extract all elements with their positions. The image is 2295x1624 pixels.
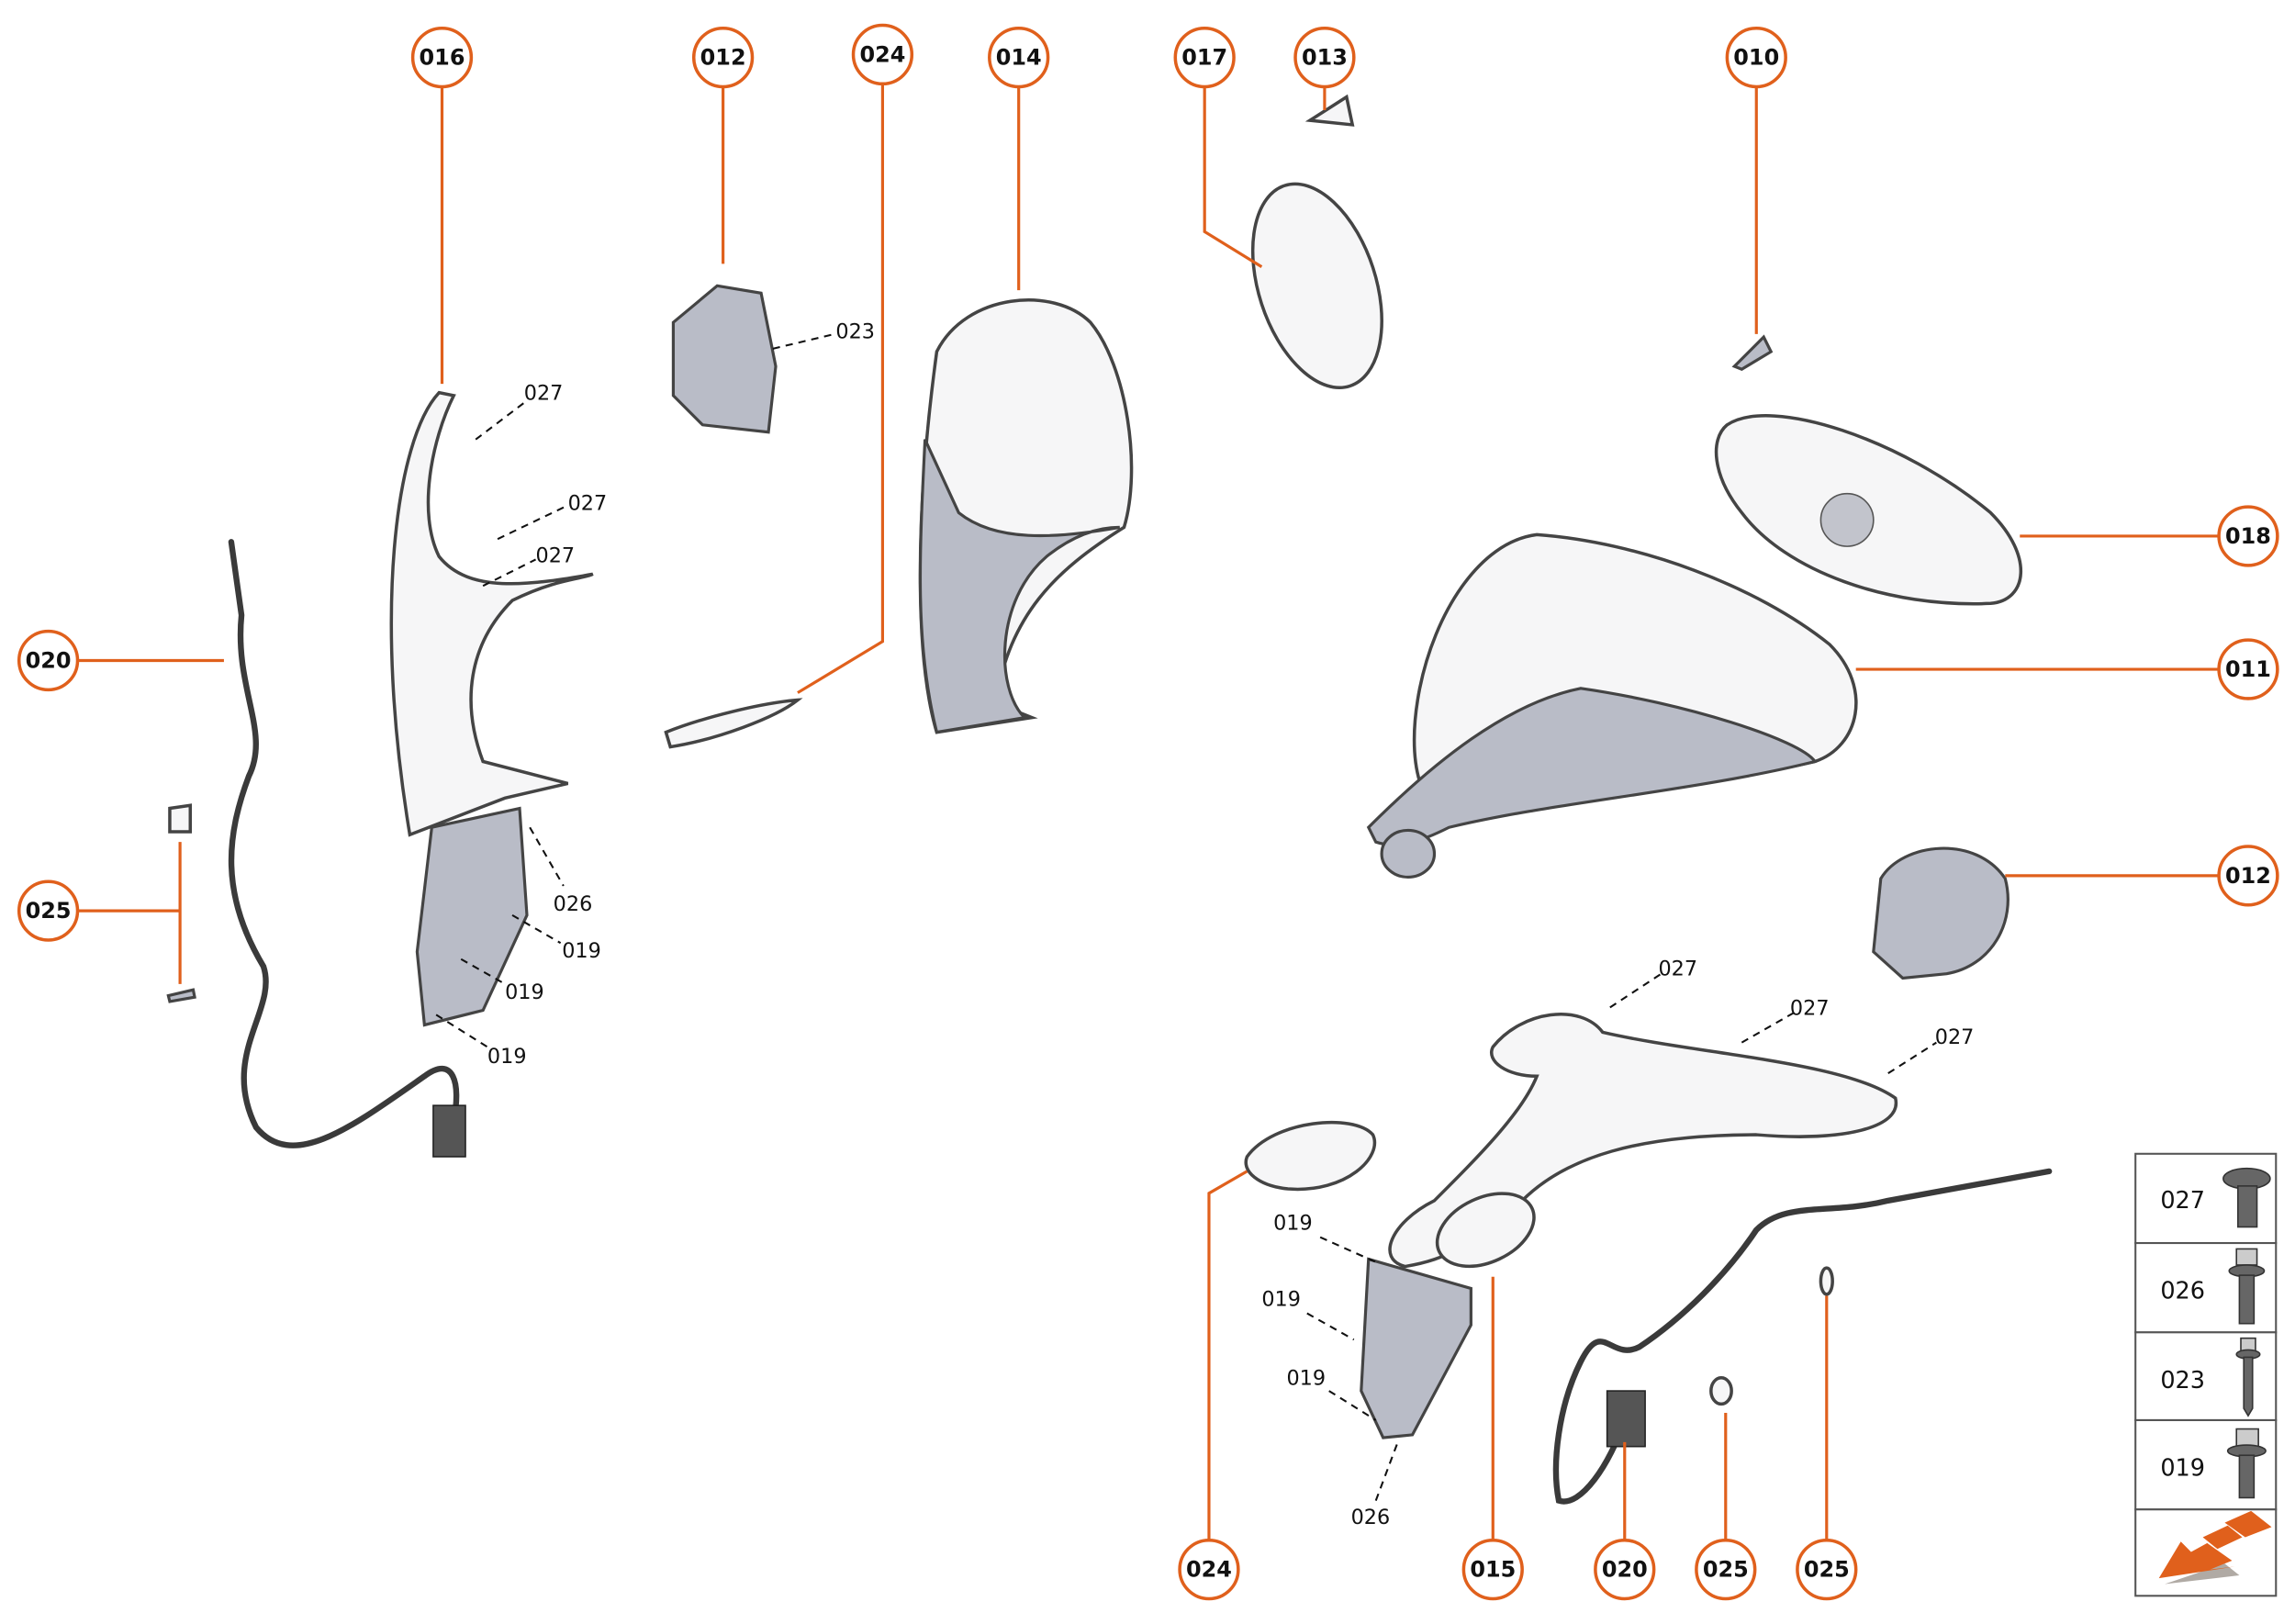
label-019: 019 <box>562 939 601 963</box>
legend-code-026: 026 <box>2160 1278 2205 1305</box>
svg-text:011: 011 <box>2225 656 2271 682</box>
svg-text:014: 014 <box>996 45 1042 71</box>
label-027: 027 <box>1658 957 1697 980</box>
svg-text:012: 012 <box>700 45 746 71</box>
part-016-mirror-base[interactable] <box>389 390 594 837</box>
callout-015[interactable]: 015 <box>1461 1538 1524 1601</box>
label-027: 027 <box>1790 996 1830 1020</box>
label-019: 019 <box>1286 1367 1326 1391</box>
part-015-arm[interactable] <box>1360 1257 1472 1439</box>
short-hex-bolt-icon <box>2226 1428 2267 1499</box>
part-012-motor-right[interactable] <box>1872 846 2010 980</box>
part-020-connector-left <box>432 1104 466 1158</box>
callout-025-bottom-a[interactable]: 025 <box>1695 1538 1757 1601</box>
svg-text:024: 024 <box>859 41 905 67</box>
callout-025[interactable]: 025 <box>17 879 80 942</box>
label-023: 023 <box>835 320 875 344</box>
callout-016[interactable]: 016 <box>410 26 474 89</box>
svg-text:017: 017 <box>1181 45 1227 71</box>
callout-011[interactable]: 011 <box>2217 638 2279 700</box>
label-027: 027 <box>1935 1025 1975 1049</box>
parts-illustration <box>166 94 2053 1505</box>
hex-flange-bolt-icon <box>2228 1248 2266 1325</box>
svg-text:025: 025 <box>1804 1557 1850 1583</box>
callout-012-right[interactable]: 012 <box>2217 845 2279 907</box>
part-025-clip-right-b[interactable] <box>1819 1266 1834 1296</box>
torx-flange-screw-icon <box>2222 1167 2271 1228</box>
svg-text:015: 015 <box>1470 1557 1516 1583</box>
callout-020-bottom[interactable]: 020 <box>1594 1538 1656 1601</box>
part-012-motor[interactable] <box>671 284 778 434</box>
part-020-cable-right[interactable] <box>1552 1168 2053 1505</box>
label-019: 019 <box>487 1045 527 1069</box>
part-020-cable-left[interactable] <box>228 539 460 1148</box>
part-011-foot <box>1380 828 1437 879</box>
callout-024-bottom[interactable]: 024 <box>1178 1538 1240 1601</box>
callout-025-bottom-b[interactable]: 025 <box>1796 1538 1858 1601</box>
label-019: 019 <box>1273 1212 1313 1236</box>
svg-text:025: 025 <box>26 898 72 924</box>
svg-text:018: 018 <box>2225 523 2271 549</box>
direction-arrow-icon[interactable] <box>2158 1510 2272 1585</box>
svg-text:025: 025 <box>1703 1557 1749 1583</box>
label-027: 027 <box>568 491 608 515</box>
legend-code-023: 023 <box>2160 1367 2205 1394</box>
legend-code-027: 027 <box>2160 1187 2205 1215</box>
callout-012[interactable]: 012 <box>691 26 755 89</box>
svg-text:020: 020 <box>1602 1557 1648 1583</box>
svg-text:020: 020 <box>26 647 72 673</box>
part-015-socket <box>1435 1192 1536 1269</box>
label-019: 019 <box>1261 1288 1301 1312</box>
part-014-inner <box>918 439 1120 734</box>
callout-017[interactable]: 017 <box>1173 26 1236 89</box>
label-026: 026 <box>554 892 593 916</box>
part-016-arm[interactable] <box>415 806 529 1027</box>
part-011-underside <box>1366 687 1818 846</box>
label-027: 027 <box>524 382 564 406</box>
fastener-labels: 027 027 027 023 026 019 019 019 027 027 … <box>435 320 1975 1529</box>
long-hex-bolt-icon <box>2235 1337 2261 1417</box>
part-018-center <box>1819 492 1875 547</box>
fastener-legend: 027 026 023 019 <box>2134 1152 2278 1597</box>
leader-lines <box>77 84 2220 1540</box>
part-024-gasket-right[interactable] <box>1244 1120 1376 1192</box>
callout-018[interactable]: 018 <box>2217 505 2279 567</box>
label-019: 019 <box>505 980 544 1004</box>
callout-010[interactable]: 010 <box>1725 26 1787 89</box>
part-013-clip[interactable] <box>1304 94 1355 127</box>
callout-014[interactable]: 014 <box>988 26 1050 89</box>
svg-text:024: 024 <box>1186 1557 1232 1583</box>
part-025-clip-left-a[interactable] <box>168 803 193 834</box>
svg-text:010: 010 <box>1733 45 1779 71</box>
part-010-clip[interactable] <box>1731 334 1774 371</box>
label-027: 027 <box>536 544 576 568</box>
callout-013[interactable]: 013 <box>1293 26 1356 89</box>
svg-text:012: 012 <box>2225 863 2271 889</box>
svg-text:013: 013 <box>1302 45 1348 71</box>
callout-024[interactable]: 024 <box>851 23 914 86</box>
part-025-clip-left-b[interactable] <box>166 988 196 1003</box>
callout-020[interactable]: 020 <box>17 629 80 692</box>
part-020-connector-right <box>1606 1390 1646 1448</box>
part-024-gasket[interactable] <box>664 698 803 749</box>
part-025-clip-right-a[interactable] <box>1709 1375 1733 1406</box>
part-017-glass-holder[interactable] <box>1229 167 1405 404</box>
label-026: 026 <box>1351 1506 1391 1529</box>
legend-code-019: 019 <box>2160 1455 2205 1483</box>
svg-text:016: 016 <box>420 45 465 71</box>
